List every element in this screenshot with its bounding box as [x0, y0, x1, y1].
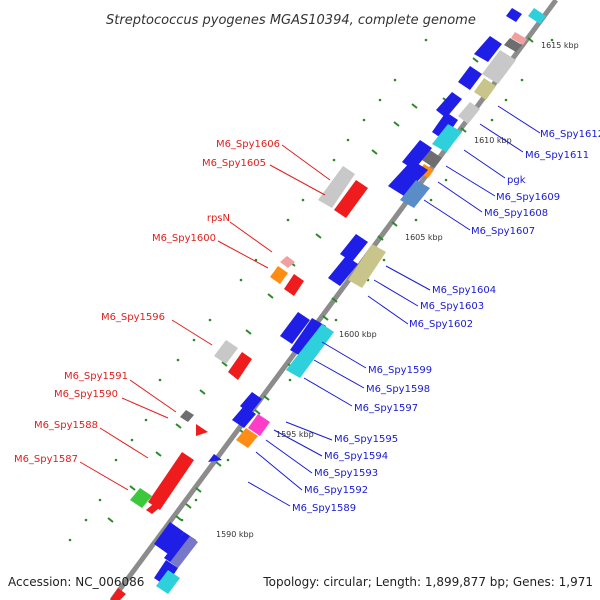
gene-feature[interactable] [214, 340, 238, 364]
tick-marks [107, 37, 534, 523]
gene-label: M6_Spy1609 [496, 192, 560, 203]
gene-label: M6_Spy1593 [314, 468, 378, 479]
gene-feature[interactable] [280, 312, 310, 344]
gene-feature[interactable] [511, 32, 527, 45]
gene-feature[interactable] [436, 92, 462, 118]
gene-feature[interactable] [504, 38, 522, 52]
reverse-labels: M6_Spy1606 M6_Spy1605 rpsN M6_Spy1600 M6… [14, 139, 280, 465]
tick-label: 1600 kbp [339, 330, 377, 339]
gene-label: M6_Spy1606 [216, 139, 280, 150]
gene-label: M6_Spy1596 [101, 312, 165, 323]
gene-feature[interactable] [318, 166, 355, 208]
gene-feature[interactable] [328, 256, 358, 286]
gene-feature[interactable] [208, 454, 222, 462]
gene-feature[interactable] [422, 150, 442, 168]
gene-feature[interactable] [482, 50, 516, 84]
gene-label: M6_Spy1595 [334, 434, 398, 445]
gene-label: M6_Spy1607 [471, 226, 535, 237]
gene-label: M6_Spy1588 [34, 420, 98, 431]
gene-feature[interactable] [388, 160, 428, 196]
gene-feature[interactable] [400, 180, 430, 208]
gene-feature[interactable] [528, 8, 546, 24]
gene-label: pgk [507, 175, 526, 186]
gene-label: M6_Spy1608 [484, 208, 548, 219]
reverse-strand-genes [110, 166, 368, 600]
forward-labels: M6_Spy1612 M6_Spy1611 pgk M6_Spy1609 M6_… [292, 129, 600, 514]
gene-label: M6_Spy1612 [540, 129, 600, 140]
gene-feature[interactable] [154, 522, 184, 554]
gene-feature[interactable] [170, 536, 198, 568]
gene-feature[interactable] [348, 244, 386, 288]
gene-label: M6_Spy1592 [304, 485, 368, 496]
tick-label: 1605 kbp [405, 233, 443, 242]
gene-label: M6_Spy1587 [14, 454, 78, 465]
gene-feature[interactable] [474, 78, 496, 100]
gene-feature[interactable] [228, 352, 252, 380]
gene-feature[interactable] [236, 428, 258, 448]
genome-summary-text: Topology: circular; Length: 1,899,877 bp… [262, 575, 593, 589]
gene-feature[interactable] [334, 180, 368, 218]
gene-label: M6_Spy1600 [152, 233, 216, 244]
gene-feature[interactable] [248, 414, 270, 436]
gene-feature[interactable] [280, 256, 295, 268]
gene-feature[interactable] [180, 410, 194, 422]
gene-feature[interactable] [474, 36, 502, 62]
gene-label: M6_Spy1602 [409, 319, 473, 330]
gene-feature[interactable] [156, 570, 180, 594]
gene-feature[interactable] [458, 102, 480, 124]
gene-feature[interactable] [196, 424, 208, 436]
gene-label: M6_Spy1603 [420, 301, 484, 312]
gene-feature[interactable] [284, 274, 304, 296]
gene-feature[interactable] [130, 488, 152, 508]
gene-label: M6_Spy1590 [54, 389, 118, 400]
gene-label: M6_Spy1594 [324, 451, 388, 462]
gene-feature[interactable] [432, 124, 462, 152]
gene-feature[interactable] [402, 140, 432, 170]
forward-leader-lines [247, 105, 541, 507]
gene-label: M6_Spy1605 [202, 158, 266, 169]
tick-label: 1590 kbp [216, 530, 254, 539]
map-title: Streptococcus pyogenes MGAS10394, comple… [106, 13, 476, 28]
gene-feature[interactable] [290, 318, 326, 358]
accession-text: Accession: NC_006086 [8, 575, 144, 589]
gene-label: M6_Spy1591 [64, 371, 128, 382]
gene-feature[interactable] [110, 588, 126, 600]
gene-feature[interactable] [458, 66, 482, 90]
forward-strand-genes [154, 8, 546, 594]
gene-label: M6_Spy1599 [368, 365, 432, 376]
tick-label: 1615 kbp [541, 41, 579, 50]
gene-label: M6_Spy1598 [366, 384, 430, 395]
reverse-leader-lines [79, 144, 331, 491]
gene-feature[interactable] [286, 324, 334, 378]
gene-feature[interactable] [340, 234, 368, 262]
gene-feature[interactable] [148, 452, 194, 510]
tick-label: 1610 kbp [474, 136, 512, 145]
gene-label: M6_Spy1611 [525, 150, 589, 161]
tick-label: 1595 kbp [276, 430, 314, 439]
gene-label: M6_Spy1604 [432, 285, 496, 296]
gene-label: M6_Spy1597 [354, 403, 418, 414]
guide-dots [68, 38, 554, 542]
gene-feature[interactable] [146, 500, 164, 514]
gene-feature[interactable] [432, 112, 458, 140]
gene-label: M6_Spy1589 [292, 503, 356, 514]
gene-label: rpsN [207, 213, 230, 224]
gene-feature[interactable] [506, 8, 522, 22]
gene-feature[interactable] [232, 406, 256, 428]
gene-feature[interactable] [270, 266, 288, 284]
